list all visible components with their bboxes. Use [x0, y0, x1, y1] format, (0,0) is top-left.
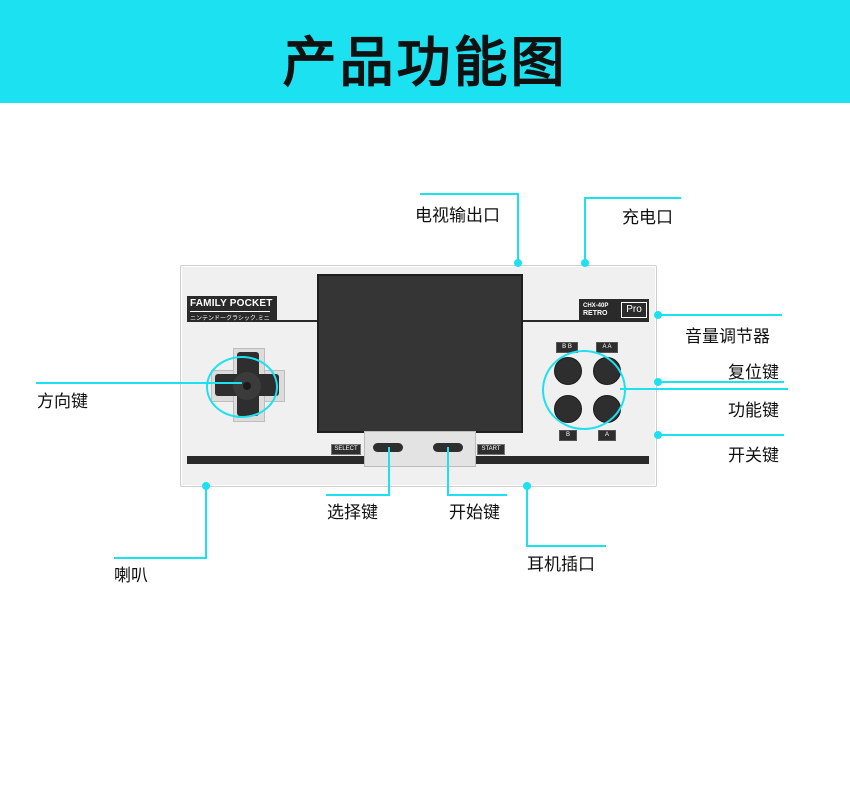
pro-badge: Pro	[621, 302, 647, 318]
start-callout-label: 开始键	[449, 503, 500, 523]
volume-label: 音量调节器	[685, 327, 770, 347]
aa-button-label: A A	[596, 342, 618, 353]
charge-label: 充电口	[622, 208, 673, 228]
charge-line-v	[584, 197, 586, 263]
start-line-v	[447, 447, 449, 495]
select-callout-label: 选择键	[327, 503, 378, 523]
charge-line-h	[584, 197, 681, 199]
model-number: CHX-40P	[583, 303, 609, 309]
start-line-h	[447, 494, 507, 496]
function-line	[620, 388, 788, 390]
tv-out-dot	[514, 259, 522, 267]
function-label: 功能键	[728, 401, 779, 421]
power-line	[660, 434, 784, 436]
speaker-label: 喇叭	[114, 566, 148, 586]
charge-dot	[581, 259, 589, 267]
model-badge: CHX-40P RETRO Pro	[579, 299, 649, 321]
dpad-line	[36, 382, 242, 384]
reset-dot	[654, 378, 662, 386]
brand-subtitle: ニンテンドークラシック.ミニ	[190, 311, 270, 322]
headphone-label: 耳机插口	[527, 555, 595, 575]
retro-text: RETRO	[583, 310, 608, 317]
headphone-dot	[523, 482, 531, 490]
header-banner: 产品功能图	[0, 0, 850, 103]
select-label: SELECT	[331, 444, 361, 455]
select-line-h	[326, 494, 390, 496]
brand-logo: FAMILY POCKET ニンテンドークラシック.ミニ	[187, 296, 277, 322]
volume-dot	[654, 311, 662, 319]
power-dot	[654, 431, 662, 439]
bottom-stripe-right	[474, 456, 649, 464]
speaker-dot	[202, 482, 210, 490]
page-title: 产品功能图	[282, 31, 568, 94]
headphone-line-v	[526, 488, 528, 546]
volume-line	[660, 314, 782, 316]
reset-line	[660, 381, 784, 383]
headphone-line-h	[526, 545, 606, 547]
b-button-label: B	[559, 430, 577, 441]
dpad-label: 方向键	[37, 392, 88, 412]
speaker-line-v	[205, 488, 207, 558]
power-label: 开关键	[728, 446, 779, 466]
select-line-v	[388, 447, 390, 495]
display-screen	[317, 274, 523, 433]
start-label: START	[477, 444, 505, 455]
a-button-label: A	[598, 430, 616, 441]
reset-label: 复位键	[728, 363, 779, 383]
function-buttons-highlight-ring	[542, 350, 626, 430]
tv-out-line-v	[517, 193, 519, 263]
brand-title: FAMILY POCKET	[190, 298, 273, 309]
bottom-stripe-left	[187, 456, 364, 464]
dpad-highlight-ring	[206, 356, 278, 418]
tv-out-line-h	[420, 193, 518, 195]
speaker-line-h	[114, 557, 207, 559]
top-stripe-right	[519, 320, 649, 322]
tv-out-label: 电视输出口	[415, 206, 500, 226]
